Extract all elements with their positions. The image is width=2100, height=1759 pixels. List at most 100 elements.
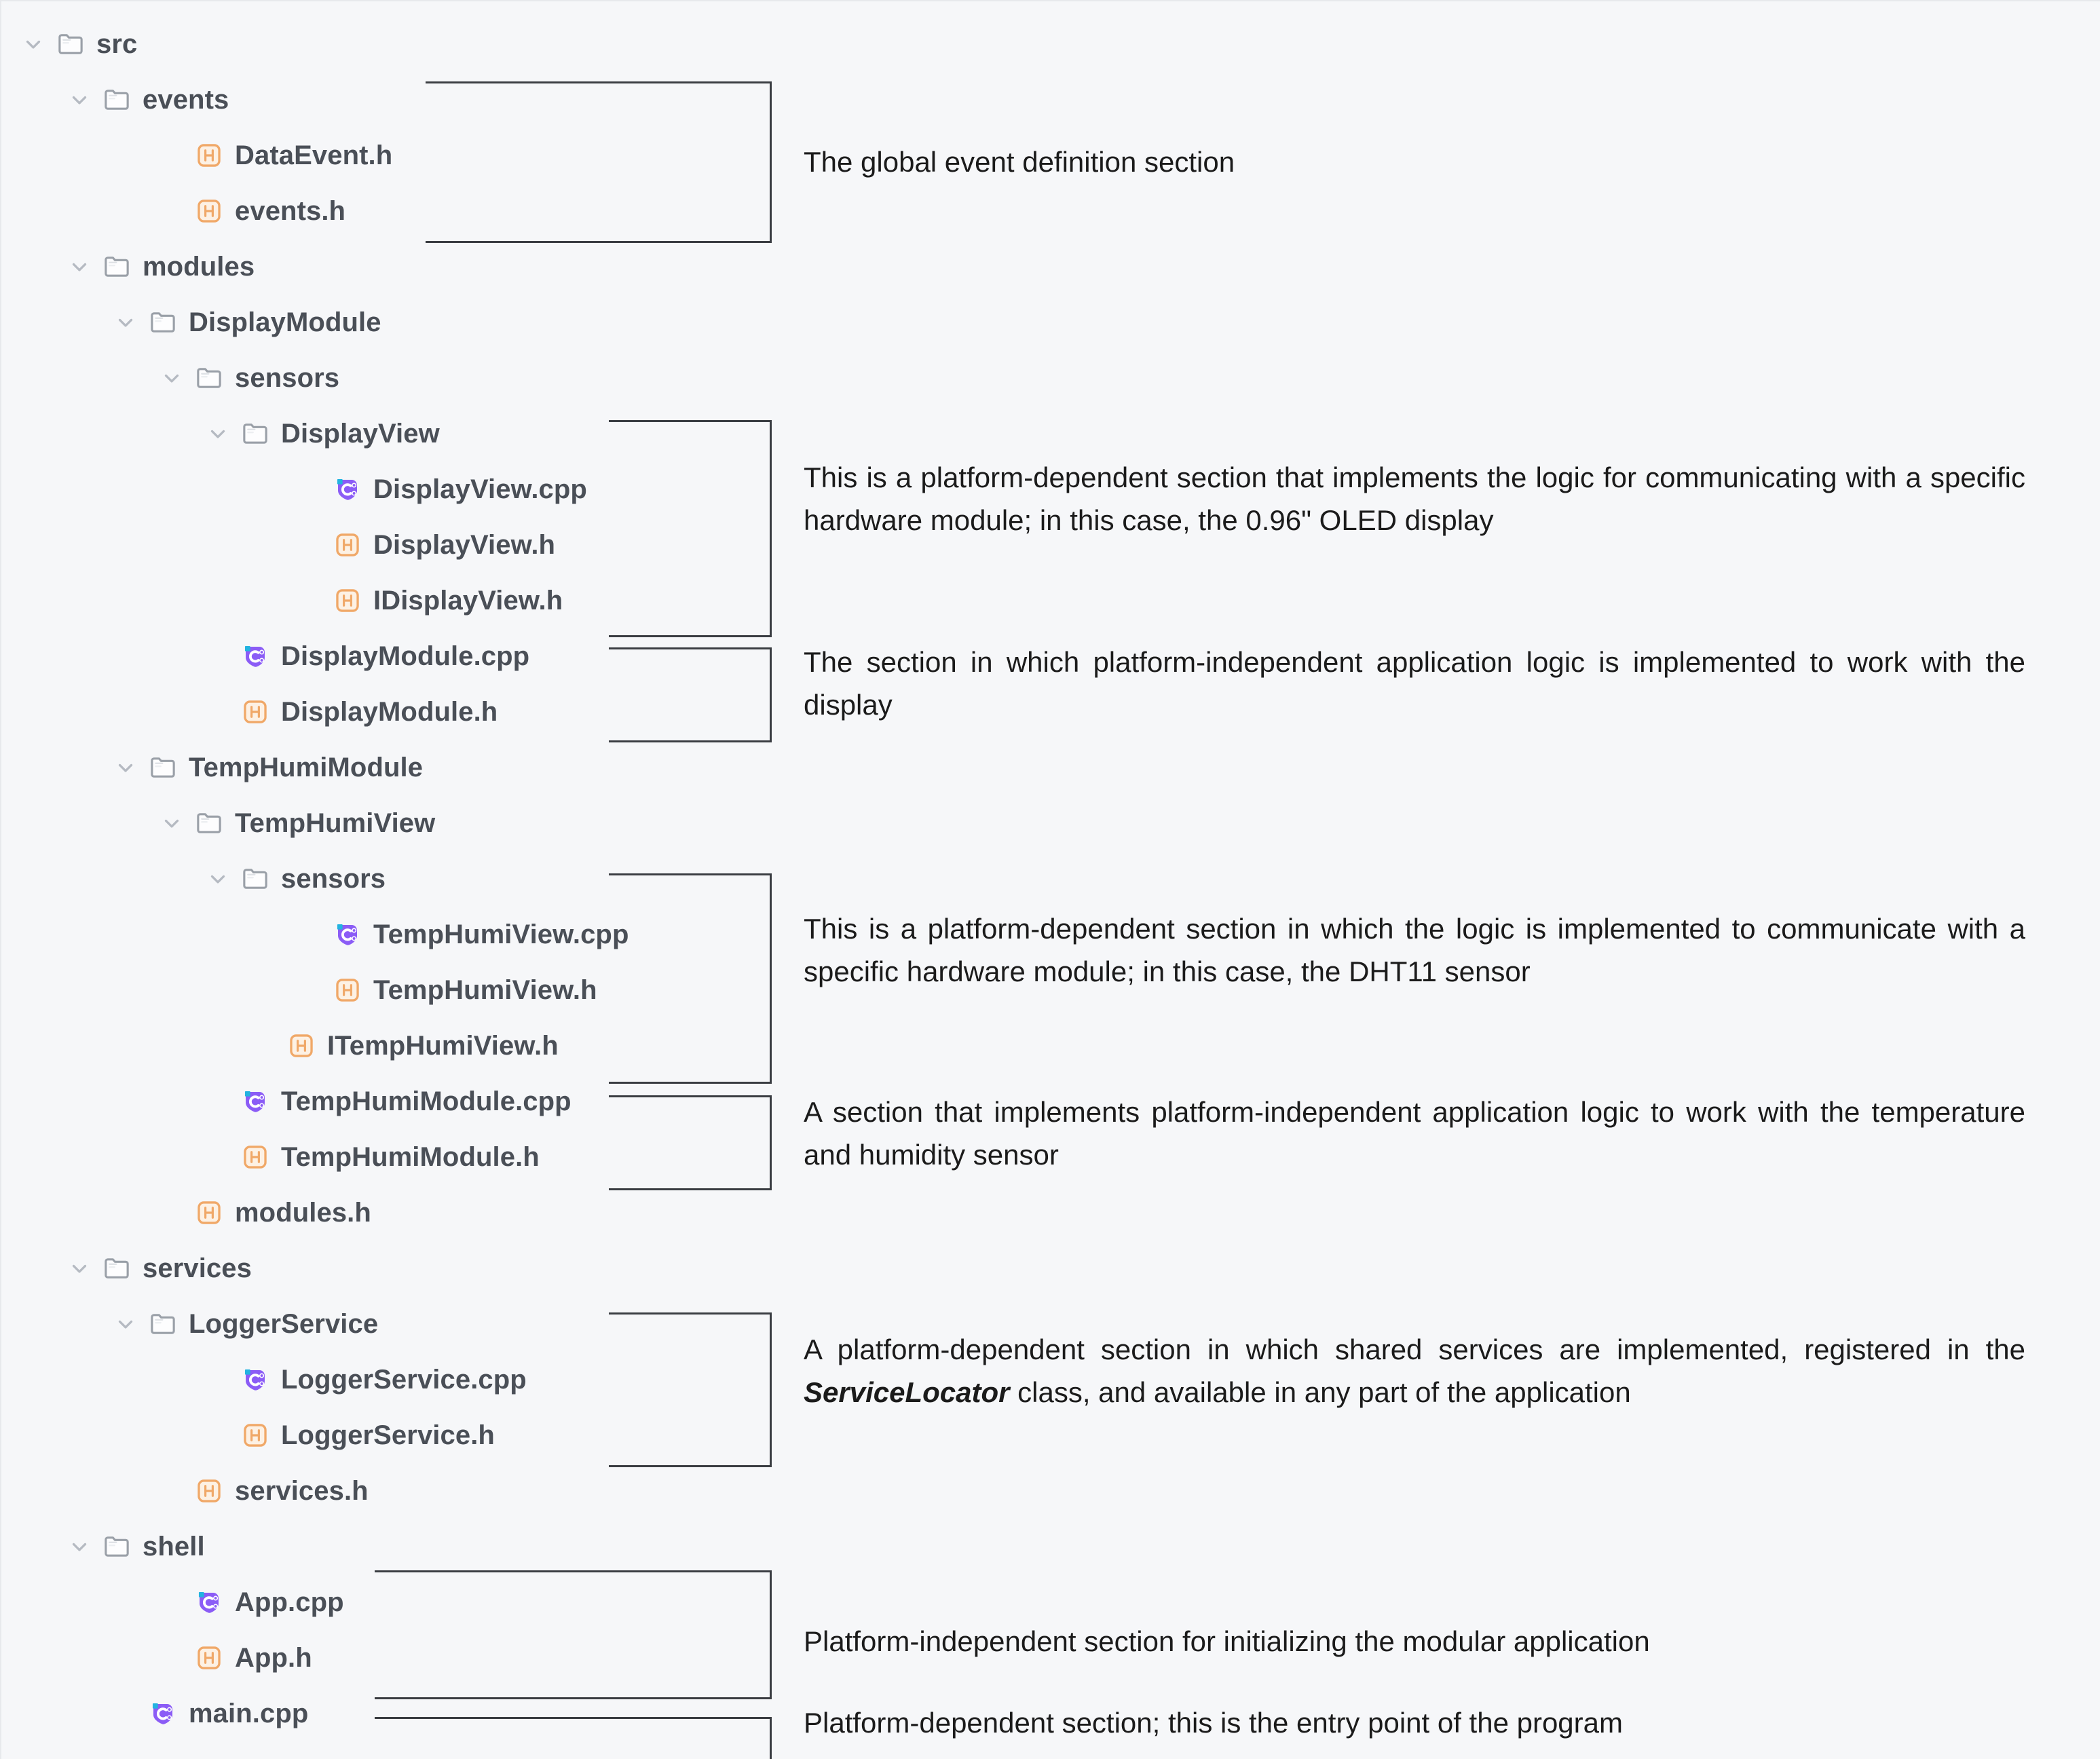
header-file-icon: [190, 198, 228, 224]
chevron-down-icon[interactable]: [153, 812, 190, 835]
tree-item-label: TempHumiModule: [189, 752, 424, 782]
tree-row[interactable]: TempHumiModule.cpp: [1, 1074, 802, 1129]
tree-item-label: LoggerService: [189, 1308, 379, 1339]
tree-row[interactable]: services.h: [1, 1463, 802, 1519]
folder-icon: [98, 1532, 136, 1562]
temp-humi-module-note: A section that implements platform-indep…: [804, 1096, 2025, 1171]
header-file-icon: [236, 1144, 274, 1170]
chevron-down-icon[interactable]: [61, 88, 98, 111]
emphasis-term: ServiceLocator: [804, 1376, 1010, 1408]
tree-item-label: services: [143, 1253, 252, 1283]
tree-row[interactable]: LoggerService: [1, 1296, 802, 1352]
cpp-file-icon: [329, 475, 367, 504]
chevron-down-icon[interactable]: [107, 1312, 144, 1336]
header-file-icon: [190, 1645, 228, 1671]
tree-item-label: LoggerService.cpp: [281, 1364, 527, 1395]
folder-icon: [190, 363, 228, 393]
logger-service-note: A platform-dependent section in which sh…: [804, 1328, 2025, 1414]
cpp-file-icon: [236, 642, 274, 670]
tree-row[interactable]: src: [1, 16, 802, 72]
tree-row[interactable]: DisplayModule.h: [1, 684, 802, 740]
tree-row[interactable]: App.h: [1, 1630, 802, 1686]
display-view-note: This is a platform-dependent section tha…: [804, 461, 2025, 536]
tree-item-label: TempHumiView.cpp: [373, 919, 629, 949]
tree-row[interactable]: sensors: [1, 851, 802, 907]
note-text-part: class, and available in any part of the …: [1009, 1376, 1631, 1408]
tree-row[interactable]: TempHumiView.h: [1, 962, 802, 1018]
tree-item-label: App.h: [235, 1642, 312, 1673]
cpp-file-icon: [144, 1699, 182, 1728]
tree-row[interactable]: TempHumiView.cpp: [1, 907, 802, 962]
tree-row[interactable]: DisplayView: [1, 406, 802, 461]
tree-row[interactable]: TempHumiModule.h: [1, 1129, 802, 1185]
chevron-down-icon[interactable]: [200, 867, 236, 890]
cpp-file-icon: [236, 1365, 274, 1394]
tree-item-label: DisplayView.cpp: [373, 474, 587, 504]
tree-row[interactable]: LoggerService.cpp: [1, 1352, 802, 1407]
header-file-icon: [329, 977, 367, 1003]
cpp-file-icon: [329, 920, 367, 949]
cpp-file-icon: [236, 1087, 274, 1116]
tree-item-label: modules: [143, 251, 255, 282]
header-file-icon: [190, 143, 228, 168]
header-file-icon: [236, 1422, 274, 1448]
chevron-down-icon[interactable]: [107, 756, 144, 779]
tree-row[interactable]: DisplayModule.cpp: [1, 628, 802, 684]
tree-row[interactable]: LoggerService.h: [1, 1407, 802, 1463]
header-file-icon: [190, 1200, 228, 1226]
main-note: Platform-dependent section; this is the …: [804, 1707, 1623, 1739]
folder-icon: [98, 1253, 136, 1283]
tree-item-label: DisplayModule: [189, 307, 381, 337]
tree-row[interactable]: modules.h: [1, 1185, 802, 1241]
folder-icon: [52, 29, 90, 59]
tree-row[interactable]: events.h: [1, 183, 802, 239]
tree-row[interactable]: App.cpp: [1, 1574, 802, 1630]
chevron-down-icon[interactable]: [15, 33, 52, 56]
tree-item-label: services.h: [235, 1475, 369, 1506]
tree-item-label: sensors: [281, 863, 386, 894]
tree-item-label: DisplayView: [281, 418, 440, 449]
tree-item-label: TempHumiModule.h: [281, 1141, 540, 1172]
tree-row[interactable]: events: [1, 72, 802, 128]
tree-item-label: shell: [143, 1531, 205, 1562]
tree-row[interactable]: TempHumiModule: [1, 740, 802, 795]
app-note: Platform-independent section for initial…: [804, 1625, 1650, 1657]
tree-row[interactable]: shell: [1, 1519, 802, 1574]
display-module-note: The section in which platform-independen…: [804, 646, 2025, 721]
tree-item-label: App.cpp: [235, 1587, 344, 1617]
tree-row[interactable]: TempHumiView: [1, 795, 802, 851]
header-file-icon: [329, 532, 367, 558]
chevron-down-icon[interactable]: [61, 1257, 98, 1280]
tree-row[interactable]: modules: [1, 239, 802, 295]
chevron-down-icon[interactable]: [153, 366, 190, 390]
header-file-icon: [329, 588, 367, 613]
tree-item-label: sensors: [235, 362, 340, 393]
chevron-down-icon[interactable]: [200, 422, 236, 445]
tree-row[interactable]: DataEvent.h: [1, 128, 802, 183]
chevron-down-icon[interactable]: [107, 311, 144, 334]
tree-row[interactable]: ITempHumiView.h: [1, 1018, 802, 1074]
tree-row[interactable]: services: [1, 1241, 802, 1296]
tree-row[interactable]: main.cpp: [1, 1686, 802, 1741]
tree-item-label: main.cpp: [189, 1698, 309, 1728]
tree-row[interactable]: DisplayView.cpp: [1, 461, 802, 517]
folder-icon: [190, 808, 228, 838]
tree-item-label: ITempHumiView.h: [327, 1030, 559, 1061]
chevron-down-icon[interactable]: [61, 255, 98, 278]
header-file-icon: [236, 699, 274, 725]
tree-row[interactable]: sensors: [1, 350, 802, 406]
tree-row[interactable]: DisplayView.h: [1, 517, 802, 573]
folder-icon: [236, 419, 274, 449]
tree-item-label: src: [96, 29, 138, 59]
tree-item-label: DisplayModule.cpp: [281, 641, 530, 671]
chevron-down-icon[interactable]: [61, 1535, 98, 1558]
folder-icon: [98, 252, 136, 282]
tree-item-label: LoggerService.h: [281, 1420, 495, 1450]
tree-row[interactable]: IDisplayView.h: [1, 573, 802, 628]
folder-icon: [144, 307, 182, 337]
events-note: The global event definition section: [804, 146, 1235, 178]
folder-icon: [236, 864, 274, 894]
tree-row[interactable]: DisplayModule: [1, 295, 802, 350]
